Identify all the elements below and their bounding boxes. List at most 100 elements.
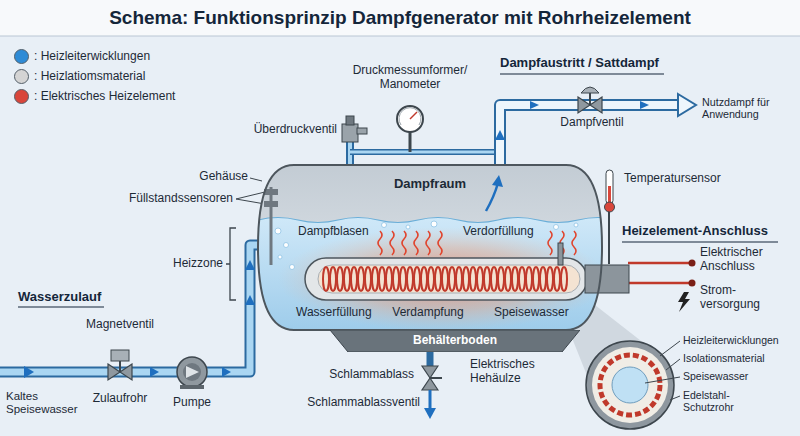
legend-swatch bbox=[14, 49, 29, 64]
drawing-part bbox=[390, 231, 394, 255]
drawing-part bbox=[477, 267, 483, 291]
part-label: Temperatursensor bbox=[624, 172, 721, 186]
drawing-part bbox=[498, 267, 504, 291]
drawing-part bbox=[606, 170, 613, 204]
drawing-part bbox=[386, 267, 392, 291]
part-label: Kaltes Speisewasser bbox=[6, 390, 70, 416]
drawing-part bbox=[305, 258, 587, 300]
drawing-part bbox=[678, 292, 690, 312]
drawing-part bbox=[351, 267, 357, 291]
drawing-part bbox=[548, 231, 552, 255]
legend: : Heizleiterwicklungen : Heizlatiomsmater… bbox=[14, 46, 175, 106]
drawing-part bbox=[278, 227, 608, 331]
drawing-part bbox=[572, 231, 576, 255]
drawing-part bbox=[337, 267, 343, 291]
drawing-part bbox=[592, 347, 668, 423]
drawing-part bbox=[463, 267, 469, 291]
drawing-part bbox=[186, 366, 199, 378]
drawing-part bbox=[505, 267, 511, 291]
drawing-part bbox=[400, 267, 406, 291]
legend-text: : Elektrisches Heizelement bbox=[34, 89, 175, 103]
heading-underlines bbox=[18, 74, 778, 307]
drawing-part bbox=[608, 186, 611, 204]
drawing-part bbox=[346, 116, 354, 125]
vessel-bottom-band: Behälterboden bbox=[330, 330, 580, 352]
drawing-part bbox=[357, 128, 367, 134]
drawing-part bbox=[428, 267, 434, 291]
vessel-text: Wasserfüllung bbox=[296, 306, 372, 320]
sludge-drain bbox=[422, 350, 442, 419]
vessel-text: Verdorfüllung bbox=[463, 225, 534, 239]
drawing-part bbox=[250, 178, 262, 181]
legend-text: : Heizleiterwicklungen bbox=[34, 49, 150, 63]
drawing-part bbox=[606, 361, 654, 409]
drawing-part bbox=[222, 367, 231, 377]
drawing-part bbox=[492, 175, 503, 187]
drawing-part bbox=[111, 350, 129, 361]
drawing-part bbox=[245, 295, 255, 305]
drawing-part bbox=[177, 357, 207, 387]
drawing-part bbox=[0, 245, 260, 372]
part-label: Dampfaustritt / Sattdampf bbox=[500, 56, 659, 71]
drawing-part bbox=[258, 165, 602, 330]
drawing-part bbox=[484, 267, 490, 291]
drawing-part bbox=[470, 267, 476, 291]
temperature-sensor bbox=[605, 170, 615, 264]
steam-valve bbox=[578, 87, 602, 113]
title-rule bbox=[0, 36, 800, 37]
drawing-part bbox=[486, 183, 498, 211]
drawing-part bbox=[581, 87, 599, 93]
drawing-part bbox=[426, 231, 430, 255]
drawing-part bbox=[378, 231, 382, 255]
drawing-part bbox=[640, 101, 649, 109]
part-label: Elektrischer Anschluss bbox=[700, 246, 784, 274]
drawing-part bbox=[435, 267, 441, 291]
legend-text: : Heizlatiomsmaterial bbox=[34, 69, 145, 83]
drawing-part bbox=[586, 341, 674, 429]
drawing-part bbox=[500, 73, 664, 74]
drawing-part bbox=[318, 265, 580, 293]
drawing-part bbox=[526, 267, 532, 291]
drawing-part bbox=[406, 225, 410, 229]
drawing-part bbox=[18, 306, 104, 307]
drawing-part bbox=[689, 280, 696, 287]
part-label: Schlammablass bbox=[329, 368, 414, 382]
drawing-part bbox=[612, 367, 648, 403]
drawing-part bbox=[500, 105, 680, 166]
part-label: Magnetventil bbox=[86, 318, 154, 332]
inlet-pipe bbox=[0, 245, 260, 378]
drawing-part bbox=[245, 260, 255, 270]
drawing-part bbox=[456, 267, 462, 291]
drawing-part bbox=[605, 202, 615, 212]
drawing-part bbox=[409, 132, 412, 152]
drawing-part bbox=[236, 192, 265, 199]
drawing-part bbox=[561, 267, 567, 291]
drawing-part bbox=[264, 201, 278, 207]
drawing-part bbox=[589, 93, 591, 105]
drawing-part bbox=[330, 267, 336, 291]
drawing-part bbox=[427, 350, 434, 368]
legend-swatch bbox=[14, 89, 29, 104]
relief-valve bbox=[342, 116, 367, 165]
drawing-part bbox=[0, 245, 260, 372]
drawing-part bbox=[533, 267, 539, 291]
drawing-part bbox=[323, 267, 329, 291]
drawing-part bbox=[393, 267, 399, 291]
drawing-part bbox=[24, 366, 34, 378]
drawing-part bbox=[180, 385, 204, 389]
legend-row: : Heizlatiomsmaterial bbox=[14, 66, 175, 86]
part-label: Füllstandssensoren bbox=[129, 192, 233, 206]
drawing-part bbox=[183, 363, 201, 381]
drawing-part bbox=[330, 330, 580, 352]
drawing-part bbox=[430, 377, 442, 379]
drawing-part bbox=[270, 187, 273, 265]
drawing-part bbox=[622, 241, 778, 242]
part-label: Nutzdampf für Anwendung bbox=[702, 96, 798, 121]
legend-swatch bbox=[14, 69, 29, 84]
drawing-part bbox=[258, 218, 618, 336]
drawing-part bbox=[344, 267, 350, 291]
part-label: Strom- versorgung bbox=[700, 284, 780, 312]
drawing-part bbox=[350, 149, 500, 155]
drawing-part bbox=[290, 265, 295, 270]
drawing-part bbox=[365, 267, 371, 291]
